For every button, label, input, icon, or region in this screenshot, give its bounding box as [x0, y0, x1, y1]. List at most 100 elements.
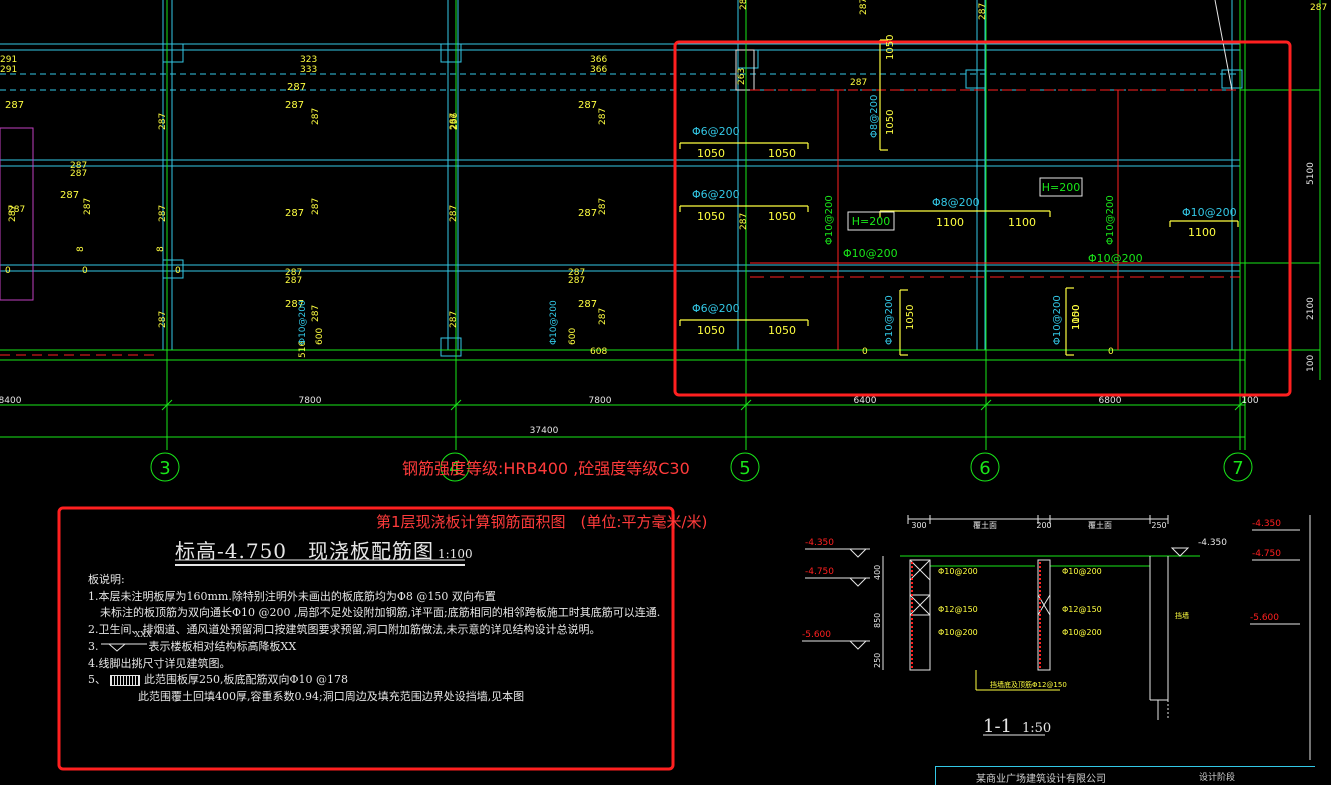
rebar-length: 1050 — [885, 110, 896, 135]
beam-area-value: 287 — [70, 161, 87, 171]
beam-outline — [0, 127, 34, 301]
note-line-5b: 此范围覆土回填400厚,容重系数0.94;洞口周边及填充范围边界处设挡墙,见本图 — [138, 689, 525, 703]
beam-area-value: 287 — [311, 108, 321, 125]
section-level-marker — [1170, 547, 1190, 557]
column-square — [440, 43, 462, 63]
section-title: 1-1 1:50 — [983, 716, 1051, 737]
beam-area-value: 287 — [739, 213, 749, 230]
beam-area-value: 333 — [300, 65, 317, 75]
steel-grade-note: 钢筋强度等级:HRB400 ,砼强度等级C30 — [402, 459, 690, 478]
column-square — [162, 259, 184, 279]
section-dim: 300 — [911, 521, 926, 530]
note-line-2: 2.卫生间、排烟道、通风道处预留洞口按建筑图要求预留,洞口附加筋做法,未示意的详… — [88, 622, 601, 636]
slab-thickness-box — [1039, 177, 1083, 197]
beam-area-value: 287 — [449, 113, 459, 130]
rebar-length: 1050 — [885, 35, 896, 60]
rebar-spec: Φ6@200 — [692, 125, 740, 138]
section-level-marker — [849, 548, 867, 558]
highlight-box-notes — [57, 506, 675, 771]
highlight-box-plan — [673, 40, 1292, 397]
section-label: 覆土面 — [973, 520, 997, 530]
column-square — [162, 43, 184, 63]
section-void — [909, 594, 931, 616]
axis-bubble-label-4: 4 — [449, 458, 460, 479]
notes-title-scale: 1:100 — [438, 547, 473, 561]
note-3-number: 3. — [88, 640, 99, 653]
misc-value: 0 — [1108, 347, 1114, 357]
rebar-length: 1050 — [697, 324, 725, 337]
beam-area-value: 287 — [158, 205, 168, 222]
beam-area-value: 287 — [449, 205, 459, 222]
axis-bubble-label-3: 3 — [159, 458, 170, 479]
dim-tick — [980, 399, 992, 411]
beam-area-value: 287 — [978, 3, 988, 20]
slab-area-value: 287 — [578, 100, 597, 111]
beam-area-value: 287 — [285, 276, 302, 286]
section-label: 覆土面 — [1088, 520, 1112, 530]
rebar-length: 1050 — [697, 210, 725, 223]
column-square — [440, 337, 462, 357]
beam-area-value: 287 — [83, 198, 93, 215]
axis-bubble-3 — [150, 452, 180, 482]
note-line-5: 5、此范围板厚250,板底配筋双向Φ10 @178 — [88, 672, 663, 689]
drop-slab-symbol: XXX — [99, 630, 152, 652]
note-line-1: 1.本层未注明板厚为160mm.除特别注明外未画出的板底筋均为Φ8 @150 双… — [88, 589, 496, 603]
section-title-text: 1-1 — [983, 716, 1012, 737]
span-dimension: 7800 — [299, 396, 322, 406]
slab-area-value: 287 — [5, 100, 24, 111]
section-rebar-spec: Φ10@200 — [938, 628, 978, 637]
axis-bubble-5 — [730, 452, 760, 482]
section-level: -4.750 — [1252, 549, 1281, 559]
axis-bubble-6 — [970, 452, 1000, 482]
misc-value: 0 — [862, 347, 868, 357]
section-rebar-spec: Φ10@200 — [938, 567, 978, 576]
slab-area-value: 287 — [60, 190, 79, 201]
dim-tick — [161, 399, 173, 411]
section-note: 挡墙底及顶筋Φ12@150 — [990, 680, 1067, 689]
notes-body: 板说明: 1.本层未注明板厚为160mm.除特别注明外未画出的板底筋均为Φ8 @… — [88, 572, 663, 705]
section-level: -4.350 — [1252, 519, 1281, 529]
span-dimension: 6400 — [854, 396, 877, 406]
slab-thickness-label: H=200 — [852, 215, 890, 228]
section-level: -5.600 — [1250, 613, 1279, 623]
dim-tick — [1234, 399, 1246, 411]
slab-area-value: 287 — [285, 100, 304, 111]
beam-area-value: 287 — [568, 268, 585, 278]
section-rebar-spec: Φ10@200 — [1062, 567, 1102, 576]
beam-area-value: 263 — [737, 68, 747, 85]
rebar-spec: Φ6@200 — [692, 188, 740, 201]
slab-area-value: 287 — [578, 299, 597, 310]
note-5-number: 5、 — [88, 673, 106, 686]
rebar-length: 1100 — [1188, 226, 1216, 239]
axis-lines — [0, 0, 1321, 482]
beam-area-value: 287 — [158, 113, 168, 130]
right-dimension: 2100 — [1306, 297, 1316, 320]
rebar-length: 1100 — [936, 216, 964, 229]
rebar-spec: Φ8@200 — [932, 196, 980, 209]
rebar-length: 1050 — [768, 210, 796, 223]
beam-area-value: 296 — [450, 113, 460, 130]
rebar-length: 1050 — [768, 324, 796, 337]
beam-area-value: 287 — [285, 268, 302, 278]
rebar-spec: Φ6@200 — [692, 302, 740, 315]
axis-bubble-4 — [440, 452, 470, 482]
misc-value: 600 — [568, 328, 578, 345]
slab-area-value: 287 — [285, 208, 304, 219]
note-line-4: 4.线脚出挑尺寸详见建筑图。 — [88, 656, 231, 670]
title-block-company: 某商业广场建筑设计有限公司 — [976, 774, 1106, 785]
hatch-symbol — [110, 674, 140, 686]
leader-line — [1214, 0, 1233, 91]
rebar-spec-green: Φ10@200 — [824, 195, 835, 245]
section-x-mark — [909, 559, 931, 581]
section-title-scale: 1:50 — [1022, 721, 1052, 736]
beam-area-value: 287 — [311, 305, 321, 322]
rebar-length: 1100 — [1008, 216, 1036, 229]
axis-bubble-label-6: 6 — [979, 458, 990, 479]
note-line-1b: 未标注的板顶筋为双向通长Φ10 @200 ,局部不足处设附加钢筋,详平面;底筋相… — [100, 606, 661, 619]
right-dimension: 100 — [1306, 355, 1316, 372]
misc-value: 8 — [76, 246, 86, 252]
misc-value: 0 — [5, 266, 11, 276]
rebar-spec-green: Φ10@200 — [1105, 195, 1116, 245]
